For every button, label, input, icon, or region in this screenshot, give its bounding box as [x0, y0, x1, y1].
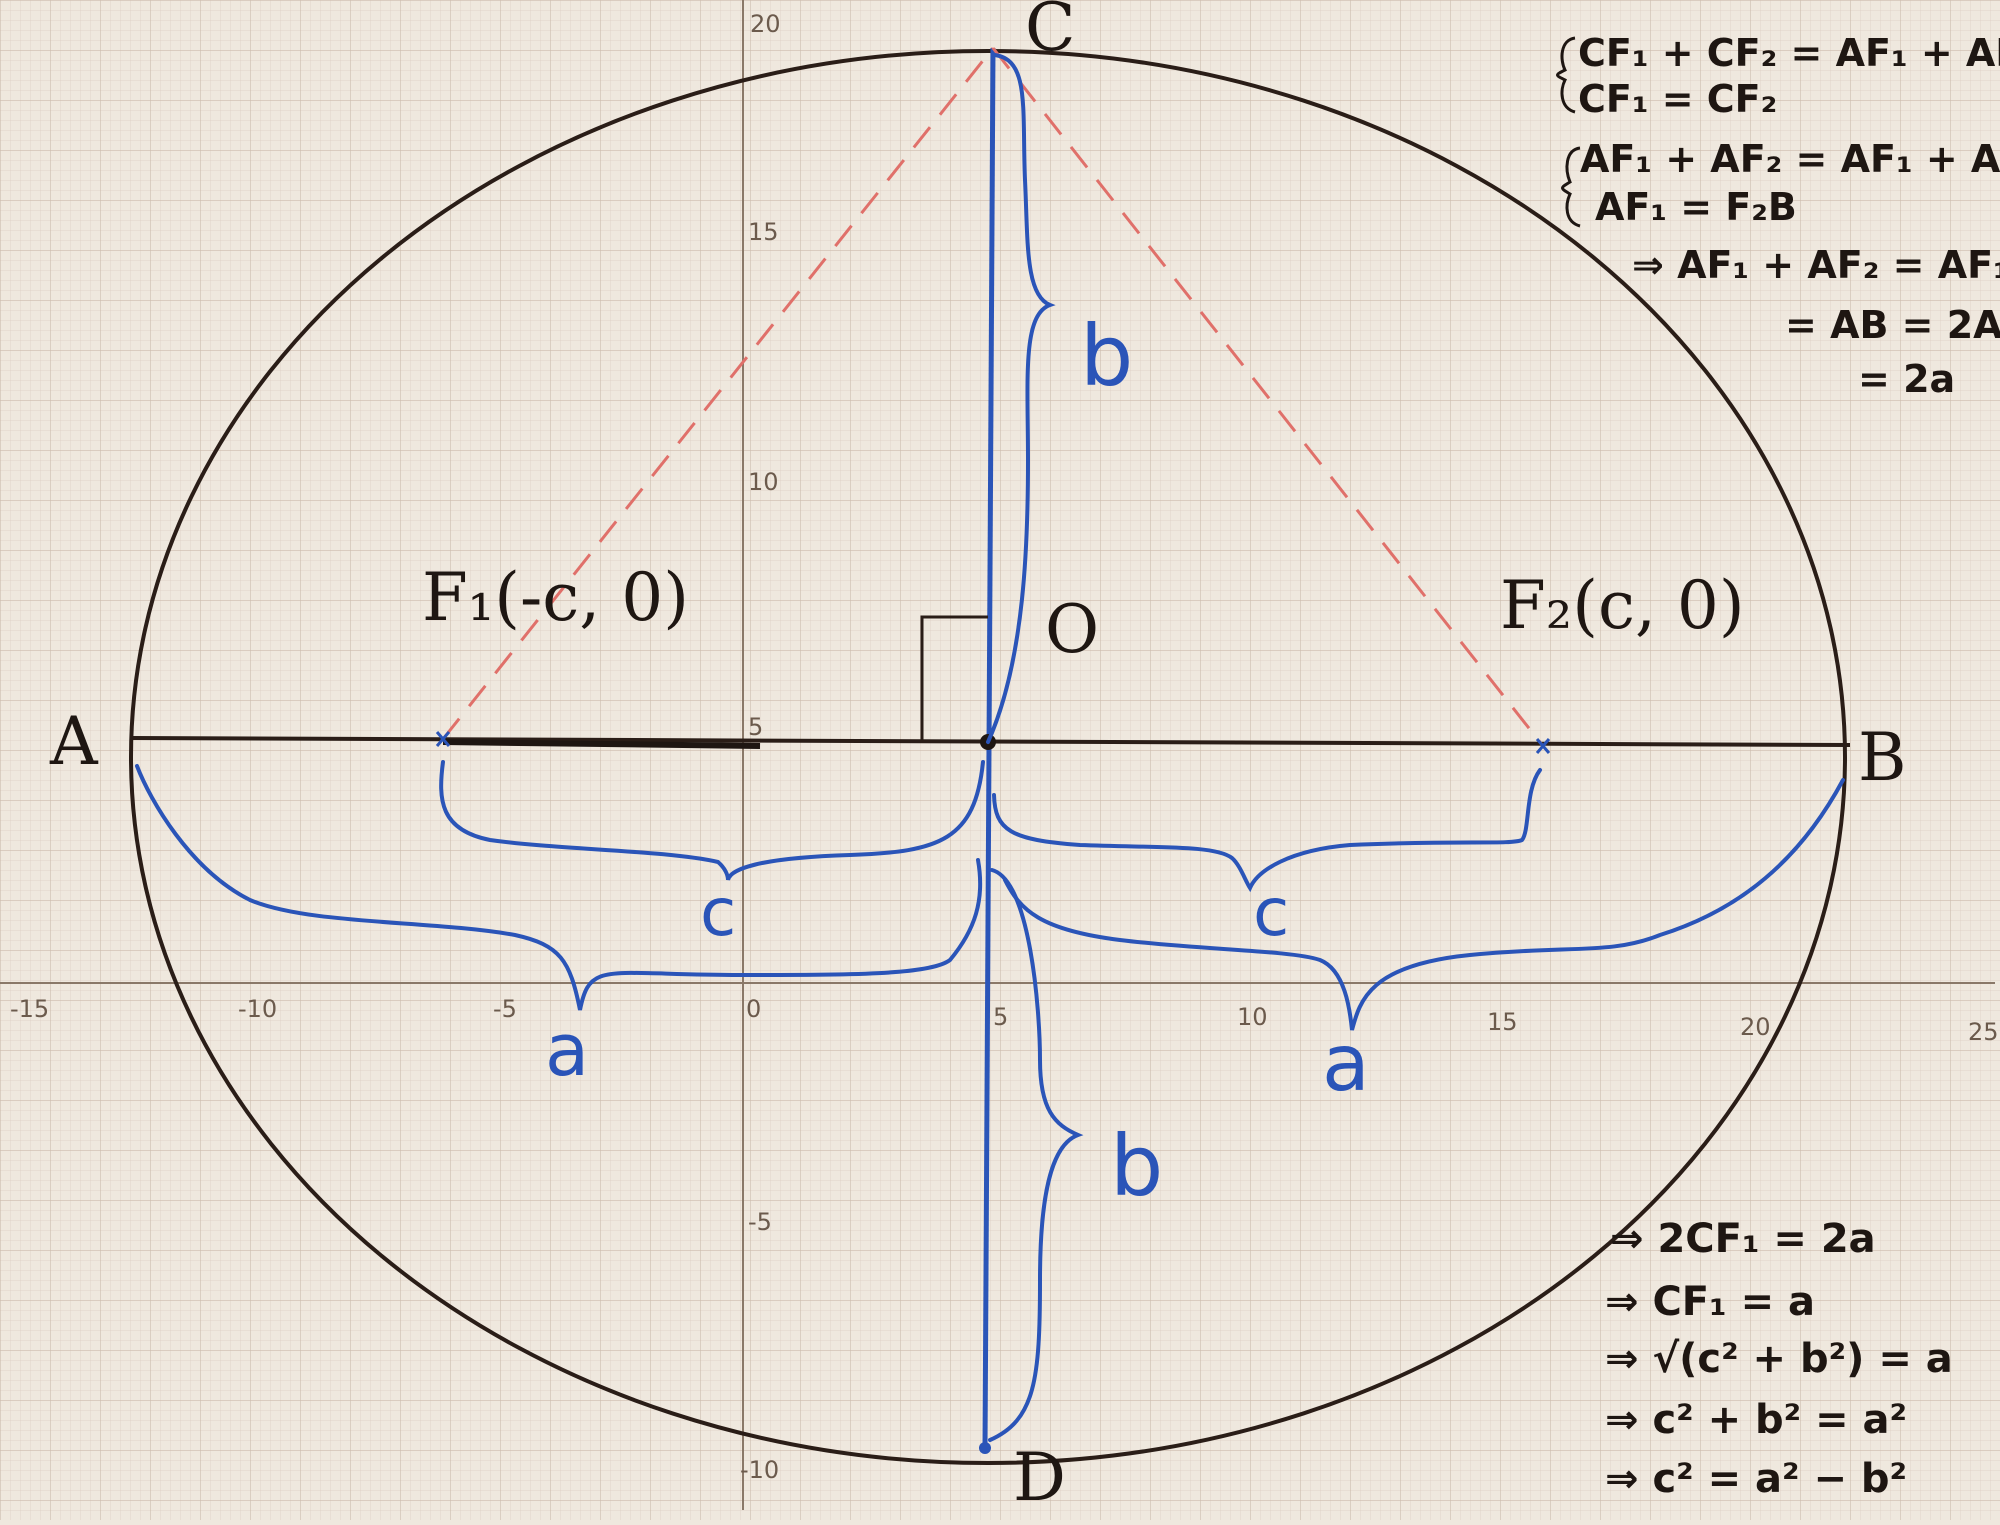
x-tick-label: 5 — [993, 1003, 1008, 1031]
brace-label-c-right: c — [1253, 874, 1289, 951]
point-label-D: D — [1013, 1439, 1066, 1516]
x-tick-label: 0 — [746, 995, 761, 1023]
equation-line-6: = AB = 2AO = 2OB — [1785, 303, 2000, 347]
y-tick-label: 10 — [748, 468, 779, 496]
equation-bottom-2: ⇒ CF₁ = a — [1605, 1279, 1815, 1325]
x-tick-label: -5 — [493, 995, 517, 1023]
brace-label-b-top: b — [1080, 307, 1133, 405]
x-tick-label: 20 — [1740, 1013, 1771, 1041]
y-tick-label: 20 — [750, 10, 781, 38]
equation-line-1: CF₁ + CF₂ = AF₁ + AF₂ — [1578, 31, 2000, 75]
point-label-F2: F₂(c, 0) — [1500, 567, 1745, 644]
equation-line-3: AF₁ + AF₂ = AF₁ + AF₁ + F₁F₂ — [1580, 137, 2000, 181]
x-tick-label: 25 — [1968, 1018, 1999, 1046]
x-tick-label: 10 — [1237, 1003, 1268, 1031]
point-label-A: A — [49, 703, 99, 780]
segment-F1-O-emphasis — [443, 742, 760, 746]
brace-label-c-left: c — [700, 874, 736, 951]
y-tick-label: -5 — [748, 1208, 772, 1236]
point-D-marker — [979, 1442, 991, 1454]
x-tick-label: 15 — [1487, 1008, 1518, 1036]
point-label-B: B — [1858, 719, 1907, 796]
equation-bottom-5: ⇒ c² = a² − b² — [1605, 1456, 1907, 1502]
point-label-F1: F₁(-c, 0) — [422, 559, 689, 636]
x-tick-label: -10 — [238, 995, 277, 1023]
brace-label-a-right: a — [1322, 1019, 1370, 1109]
equation-line-7: = 2a — [1858, 357, 1955, 401]
equation-line-4: AF₁ = F₂B — [1595, 185, 1797, 229]
equation-line-5: ⇒ AF₁ + AF₂ = AF₁ + F₁F₂ + F₂B — [1632, 243, 2000, 287]
point-label-O: O — [1045, 591, 1099, 668]
y-tick-label: 5 — [748, 713, 763, 741]
x-tick-label: -15 — [10, 995, 49, 1023]
point-label-C: C — [1025, 0, 1076, 66]
y-tick-label: 15 — [748, 218, 779, 246]
brace-label-a-left: a — [545, 1008, 589, 1092]
y-tick-label: -10 — [740, 1456, 779, 1484]
brace-label-b-bottom: b — [1110, 1117, 1163, 1215]
equation-bottom-3: ⇒ √(c² + b²) = a — [1605, 1336, 1953, 1382]
equation-line-2: CF₁ = CF₂ — [1578, 77, 1777, 121]
equation-bottom-4: ⇒ c² + b² = a² — [1605, 1397, 1907, 1443]
equation-bottom-1: ⇒ 2CF₁ = 2a — [1610, 1216, 1876, 1262]
